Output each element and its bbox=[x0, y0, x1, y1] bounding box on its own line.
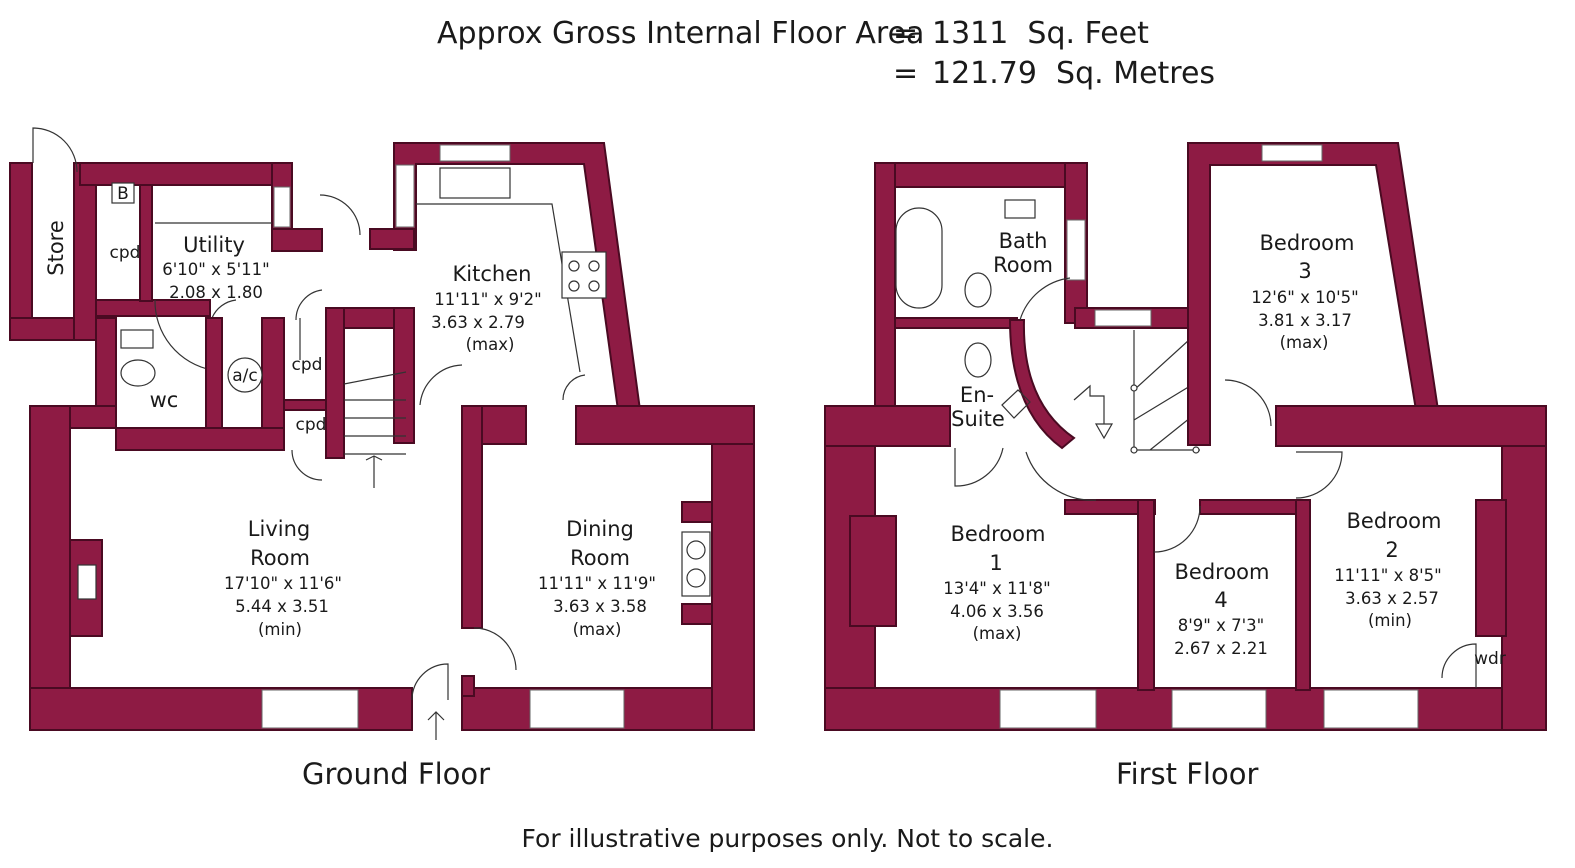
bed3-metric: 3.81 x 3.17 bbox=[1258, 311, 1352, 330]
bed1-metric: 4.06 x 3.56 bbox=[950, 602, 1044, 621]
utility-cpd-label: cpd bbox=[110, 243, 141, 263]
area-sqm: 121.79 Sq. Metres bbox=[932, 56, 1216, 91]
equals-sign-2: = bbox=[893, 56, 919, 91]
area-sqft: 1311 Sq. Feet bbox=[932, 16, 1149, 51]
cpd-label-3: cpd bbox=[296, 415, 327, 435]
bath-name-2: Room bbox=[993, 253, 1053, 277]
living-imperial: 17'10" x 11'6" bbox=[224, 574, 342, 593]
boiler-label: B bbox=[117, 184, 129, 204]
equals-sign-1: = bbox=[893, 16, 919, 51]
bed3-name-1: Bedroom bbox=[1260, 231, 1355, 255]
bed2-name-1: Bedroom bbox=[1347, 509, 1442, 533]
bed4-name-2: 4 bbox=[1214, 588, 1227, 612]
bed2-imperial: 11'11" x 8'5" bbox=[1334, 566, 1442, 585]
bed4-imperial: 8'9" x 7'3" bbox=[1178, 616, 1265, 635]
living-note: (min) bbox=[258, 620, 302, 639]
ground-stairs bbox=[325, 307, 415, 488]
ensuite-name-2: Suite bbox=[951, 407, 1005, 431]
bed2-name-2: 2 bbox=[1385, 538, 1398, 562]
bed2-note: (min) bbox=[1368, 611, 1412, 630]
bed2-metric: 3.63 x 2.57 bbox=[1345, 589, 1439, 608]
living-name-1: Living bbox=[248, 517, 310, 541]
bed4-name-1: Bedroom bbox=[1175, 560, 1270, 584]
bed4-metric: 2.67 x 2.21 bbox=[1174, 639, 1268, 658]
cpd-label-2: cpd bbox=[292, 355, 323, 375]
landing-stairs bbox=[1073, 307, 1201, 454]
kitchen-walls bbox=[319, 142, 642, 411]
living-name-2: Room bbox=[250, 546, 310, 570]
first-floor-plan bbox=[824, 142, 1547, 731]
store-label: Store bbox=[44, 220, 68, 276]
area-label: Approx Gross Internal Floor Area bbox=[437, 16, 925, 51]
bedrooms-outer-walls bbox=[824, 405, 1547, 731]
wc-walls bbox=[95, 289, 331, 481]
bed1-note: (max) bbox=[973, 624, 1022, 643]
kitchen-note: (max) bbox=[466, 335, 515, 354]
ground-floor-labels: Store B cpd Utility 6'10" x 5'11" 2.08 x… bbox=[44, 184, 656, 639]
dining-note: (max) bbox=[573, 620, 622, 639]
dining-name-2: Room bbox=[570, 546, 630, 570]
bathroom-walls bbox=[874, 162, 1088, 487]
bed1-imperial: 13'4" x 11'8" bbox=[943, 579, 1051, 598]
utility-walls bbox=[79, 162, 323, 371]
wardrobe-label: wdr bbox=[1474, 649, 1506, 669]
ground-floor-plan bbox=[9, 127, 755, 740]
bed1-name-2: 1 bbox=[989, 551, 1002, 575]
living-dining-walls bbox=[29, 405, 755, 740]
utility-name: Utility bbox=[183, 233, 245, 257]
first-floor-labels: Bath Room En- Suite Bedroom 3 12'6" x 10… bbox=[943, 229, 1506, 669]
bed1-name-1: Bedroom bbox=[951, 522, 1046, 546]
dining-imperial: 11'11" x 11'9" bbox=[538, 574, 656, 593]
kitchen-imperial: 11'11" x 9'2" bbox=[434, 290, 542, 309]
disclaimer-footer: For illustrative purposes only. Not to s… bbox=[521, 824, 1054, 853]
dining-name-1: Dining bbox=[566, 517, 634, 541]
store-walls bbox=[9, 127, 97, 341]
utility-imperial: 6'10" x 5'11" bbox=[162, 260, 270, 279]
bath-name-1: Bath bbox=[999, 229, 1048, 253]
bed3-name-2: 3 bbox=[1298, 259, 1311, 283]
kitchen-metric: 3.63 x 2.79 bbox=[431, 313, 525, 332]
bed3-imperial: 12'6" x 10'5" bbox=[1251, 288, 1359, 307]
ensuite-name-1: En- bbox=[960, 383, 994, 407]
bed3-note: (max) bbox=[1280, 333, 1329, 352]
first-floor-title: First Floor bbox=[1116, 757, 1259, 791]
utility-metric: 2.08 x 1.80 bbox=[169, 283, 263, 302]
ground-floor-title: Ground Floor bbox=[302, 757, 491, 791]
living-metric: 5.44 x 3.51 bbox=[235, 597, 329, 616]
dining-metric: 3.63 x 3.58 bbox=[553, 597, 647, 616]
ac-label: a/c bbox=[232, 366, 258, 386]
kitchen-name: Kitchen bbox=[453, 262, 532, 286]
bedroom3-walls bbox=[1187, 142, 1440, 446]
wc-label: wc bbox=[150, 388, 179, 412]
